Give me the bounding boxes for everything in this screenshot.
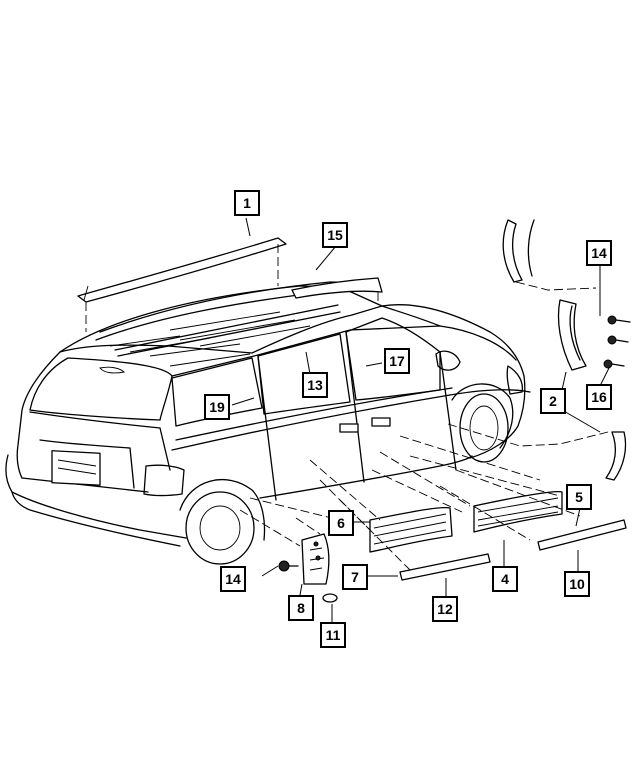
callout-7: 7 bbox=[342, 564, 368, 590]
callout-10: 10 bbox=[564, 571, 590, 597]
callout-17: 17 bbox=[384, 348, 410, 374]
callout-11: 11 bbox=[320, 622, 346, 648]
callout-15: 15 bbox=[322, 222, 348, 248]
wheel-flare-parts bbox=[447, 219, 631, 481]
callout-4: 4 bbox=[492, 566, 518, 592]
leader-lines bbox=[231, 217, 611, 622]
callout-16: 16 bbox=[586, 384, 612, 410]
callout-14-lower: 14 bbox=[220, 566, 246, 592]
mud-flap-parts bbox=[239, 497, 341, 603]
van-body bbox=[5, 281, 531, 565]
moldings bbox=[309, 435, 627, 581]
callout-19: 19 bbox=[204, 394, 230, 420]
callout-5: 5 bbox=[566, 484, 592, 510]
callout-14-upper: 14 bbox=[586, 240, 612, 266]
callout-12: 12 bbox=[432, 596, 458, 622]
callout-2: 2 bbox=[540, 388, 566, 414]
callout-1: 1 bbox=[234, 190, 260, 216]
callout-13: 13 bbox=[302, 372, 328, 398]
roof-rail-parts bbox=[77, 237, 383, 332]
callout-6: 6 bbox=[328, 510, 354, 536]
callout-8: 8 bbox=[288, 595, 314, 621]
